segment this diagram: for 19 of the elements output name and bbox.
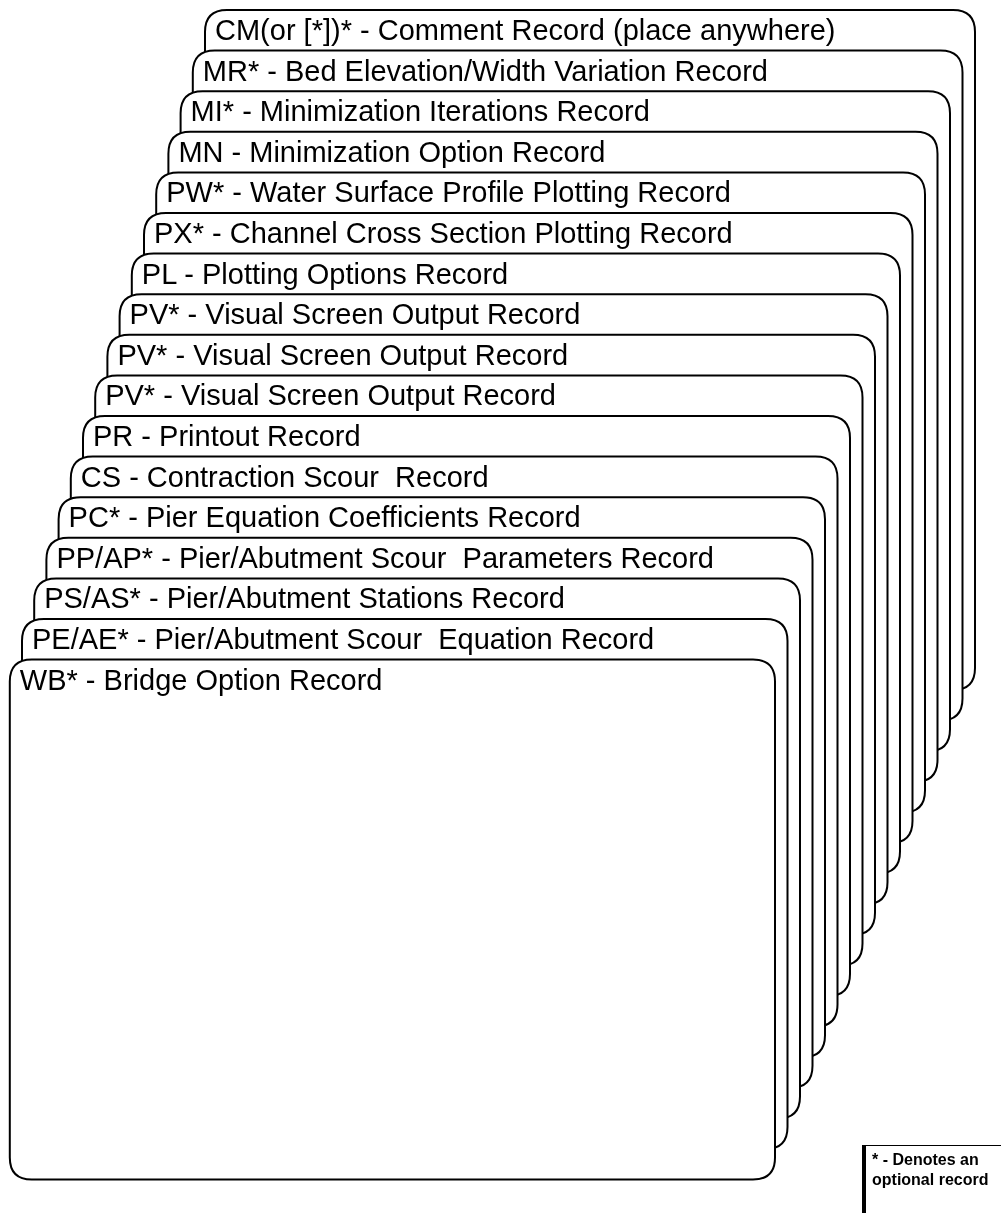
record-label: MR* - Bed Elevation/Width Variation Record [192,52,768,89]
record-label: PW* - Water Surface Profile Plotting Record [156,174,731,211]
record-label: WB* - Bridge Option Record [9,661,383,698]
record-label: MI* - Minimization Iterations Record [180,93,650,130]
note-text: * - Denotes an optional record [872,1150,990,1190]
record-label: MN - Minimization Option Record [168,133,606,170]
record-label: CM(or [*])* - Comment Record (place anywhere) [205,12,836,48]
record-label: PR - Printout Record [83,418,361,454]
record-label: PC* - Pier Equation Coefficients Record [58,499,581,536]
record-label: PP/AP* - Pier/Abutment Scour Parameters Record [46,539,714,576]
note-box [862,1145,1001,1213]
record-label: PV* - Visual Screen Output Record [119,296,581,333]
record-label: PE/AE* - Pier/Abutment Scour Equation Record [22,621,655,657]
record-label: PV* - Visual Screen Output Record [95,377,556,414]
record-label: PX* - Channel Cross Section Plotting Record [144,215,733,251]
record-label: PL - Plotting Options Record [131,255,509,292]
record-label: CS - Contraction Scour Record [70,458,489,495]
record-label: PV* - Visual Screen Output Record [107,336,569,373]
record-label: PS/AS* - Pier/Abutment Stations Record [34,580,565,617]
